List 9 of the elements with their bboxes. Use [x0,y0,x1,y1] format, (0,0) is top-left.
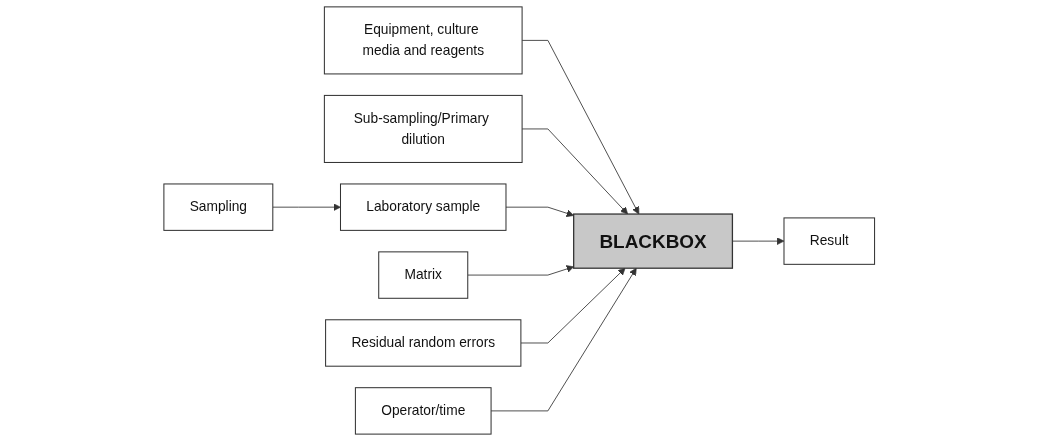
node-box: Result [783,217,876,265]
node-box: Sampling [163,183,274,231]
node-box: Laboratory sample [340,183,507,231]
node-box: Matrix [378,251,469,299]
node-box: Residual random errors [325,319,522,367]
node-box: Sub-sampling/Primary dilution [324,94,523,163]
node-box: Operator/time [355,387,492,435]
node-box: Equipment, culture media and reagents [324,6,523,75]
node-box: BLACKBOX [573,213,734,269]
